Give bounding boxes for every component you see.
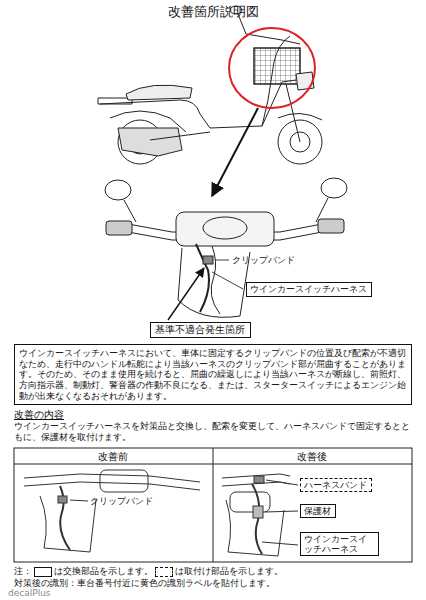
note-text: は取付け部品を示します。 — [175, 566, 283, 578]
section-heading: 改善の内容 — [14, 408, 64, 422]
replaced-part-box: 保護材 — [300, 504, 336, 518]
note-text: は交換部品を示します。 — [54, 566, 153, 578]
node-text: 保護材 — [304, 506, 332, 516]
table-header: 改善後 — [297, 450, 327, 464]
part-label: クリップバンド — [90, 496, 153, 508]
added-part-box: ハーネスバンド — [300, 478, 372, 492]
node-text: ウインカースイッチハーネス — [250, 284, 368, 295]
scooter-drawing — [98, 6, 322, 164]
diagram-title: 改善箇所説明図 — [168, 3, 259, 21]
description-box: ウインカースイッチハーネスにおいて、車体に固定するクリップバンドの位置及び配索が… — [14, 344, 412, 405]
defect-location-box: 基準不適合発生箇所 — [150, 322, 251, 338]
zoom-arrow — [212, 108, 258, 196]
note-text: 注： — [14, 566, 32, 578]
node-text: ウインカースイッチハーネス — [304, 534, 375, 554]
body-text: ウインカースイッチハーネスを対策品と交換し、配索を変更して、ハーネスバンドで固定… — [14, 421, 412, 442]
after-drawing — [222, 474, 298, 556]
note-text: 対策後の識別：車台番号付近に黄色の識別ラベルを貼付します。 — [14, 578, 275, 590]
leader-lines — [168, 260, 243, 320]
replaced-part-mark — [34, 567, 52, 577]
before-drawing — [24, 470, 200, 552]
node-text: 基準不適合発生箇所 — [155, 324, 246, 336]
comparison-table — [14, 448, 412, 562]
note-row: 注： は交換部品を示します。 は取付け部品を示します。 — [14, 566, 283, 578]
node-text: ハーネスバンド — [304, 480, 368, 490]
table-header: 改善前 — [98, 450, 128, 464]
replaced-part-box: ウインカースイッチハーネス — [300, 532, 379, 556]
added-part-mark — [155, 567, 173, 577]
part-callout-box: ウインカースイッチハーネス — [246, 282, 372, 297]
highlight-circle — [229, 28, 315, 108]
watermark: decalPlus — [8, 588, 51, 598]
part-label: クリップバンド — [232, 254, 295, 267]
node-text: ウインカースイッチハーネスにおいて、車体に固定するクリップバンドの位置及び配索が… — [19, 348, 407, 401]
